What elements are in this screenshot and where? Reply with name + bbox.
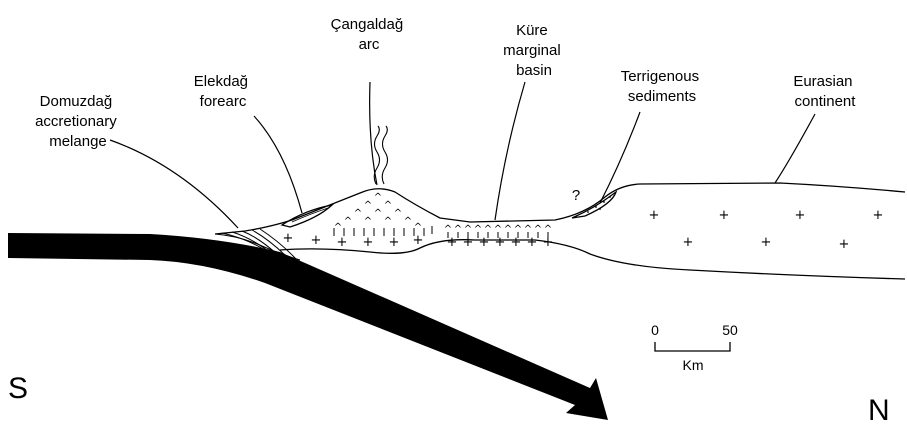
label-eurasian: Eurasian continent (793, 73, 856, 110)
svg-text:^: ^ (384, 200, 392, 211)
svg-text:^: ^ (334, 222, 342, 233)
svg-text:^: ^ (394, 208, 402, 219)
svg-text:^: ^ (344, 216, 352, 227)
scale-end: 50 (722, 322, 738, 338)
volcanic-plume (374, 126, 387, 184)
upper-plate-base (280, 240, 905, 279)
scale-bar: 0 50 Km (651, 322, 738, 373)
direction-south: S (8, 372, 28, 405)
svg-text:+: + (479, 235, 490, 250)
svg-text:+: + (337, 235, 348, 250)
svg-text:+: + (839, 237, 850, 252)
svg-text:+: + (683, 235, 694, 250)
svg-text:^: ^ (374, 192, 382, 203)
svg-text:^: ^ (414, 222, 422, 233)
svg-text:^: ^ (404, 216, 412, 227)
scale-unit: Km (683, 357, 704, 373)
svg-text:+: + (511, 235, 522, 250)
svg-text:+: + (527, 235, 538, 250)
svg-text:+: + (649, 208, 660, 223)
svg-text:+: + (795, 208, 806, 223)
svg-text:+: + (495, 235, 506, 250)
svg-text:+: + (413, 233, 424, 248)
label-terrigenous: Terrigenous sediments (621, 68, 704, 105)
label-kure: Küre marginal basin (503, 22, 565, 79)
direction-north: N (868, 394, 890, 426)
svg-text:+: + (363, 235, 374, 250)
svg-text:+: + (543, 235, 554, 250)
crust-plus-signs: + + + + + + + + + + + + + + + + + + + + (283, 208, 884, 252)
svg-text:^: ^ (364, 216, 372, 227)
svg-text:^: ^ (364, 200, 372, 211)
label-cangaldag: Çangaldağ arc (331, 16, 408, 53)
svg-text:+: + (719, 208, 730, 223)
label-elekdag: Elekdağ forearc (194, 73, 252, 110)
subducting-slab (8, 233, 608, 420)
svg-text:^: ^ (374, 208, 382, 219)
svg-text:+: + (283, 231, 294, 246)
svg-text:+: + (463, 235, 474, 250)
svg-text:^: ^ (354, 208, 362, 219)
scale-start: 0 (651, 322, 659, 338)
svg-text:+: + (389, 235, 400, 250)
svg-text:^: ^ (384, 216, 392, 227)
label-domuzdag: Domuzdağ accretionary melange (35, 93, 121, 150)
svg-text:+: + (873, 208, 884, 223)
svg-text:+: + (447, 235, 458, 250)
svg-text:+: + (311, 233, 322, 248)
question-mark: ? (572, 187, 580, 204)
svg-text:+: + (761, 235, 772, 250)
